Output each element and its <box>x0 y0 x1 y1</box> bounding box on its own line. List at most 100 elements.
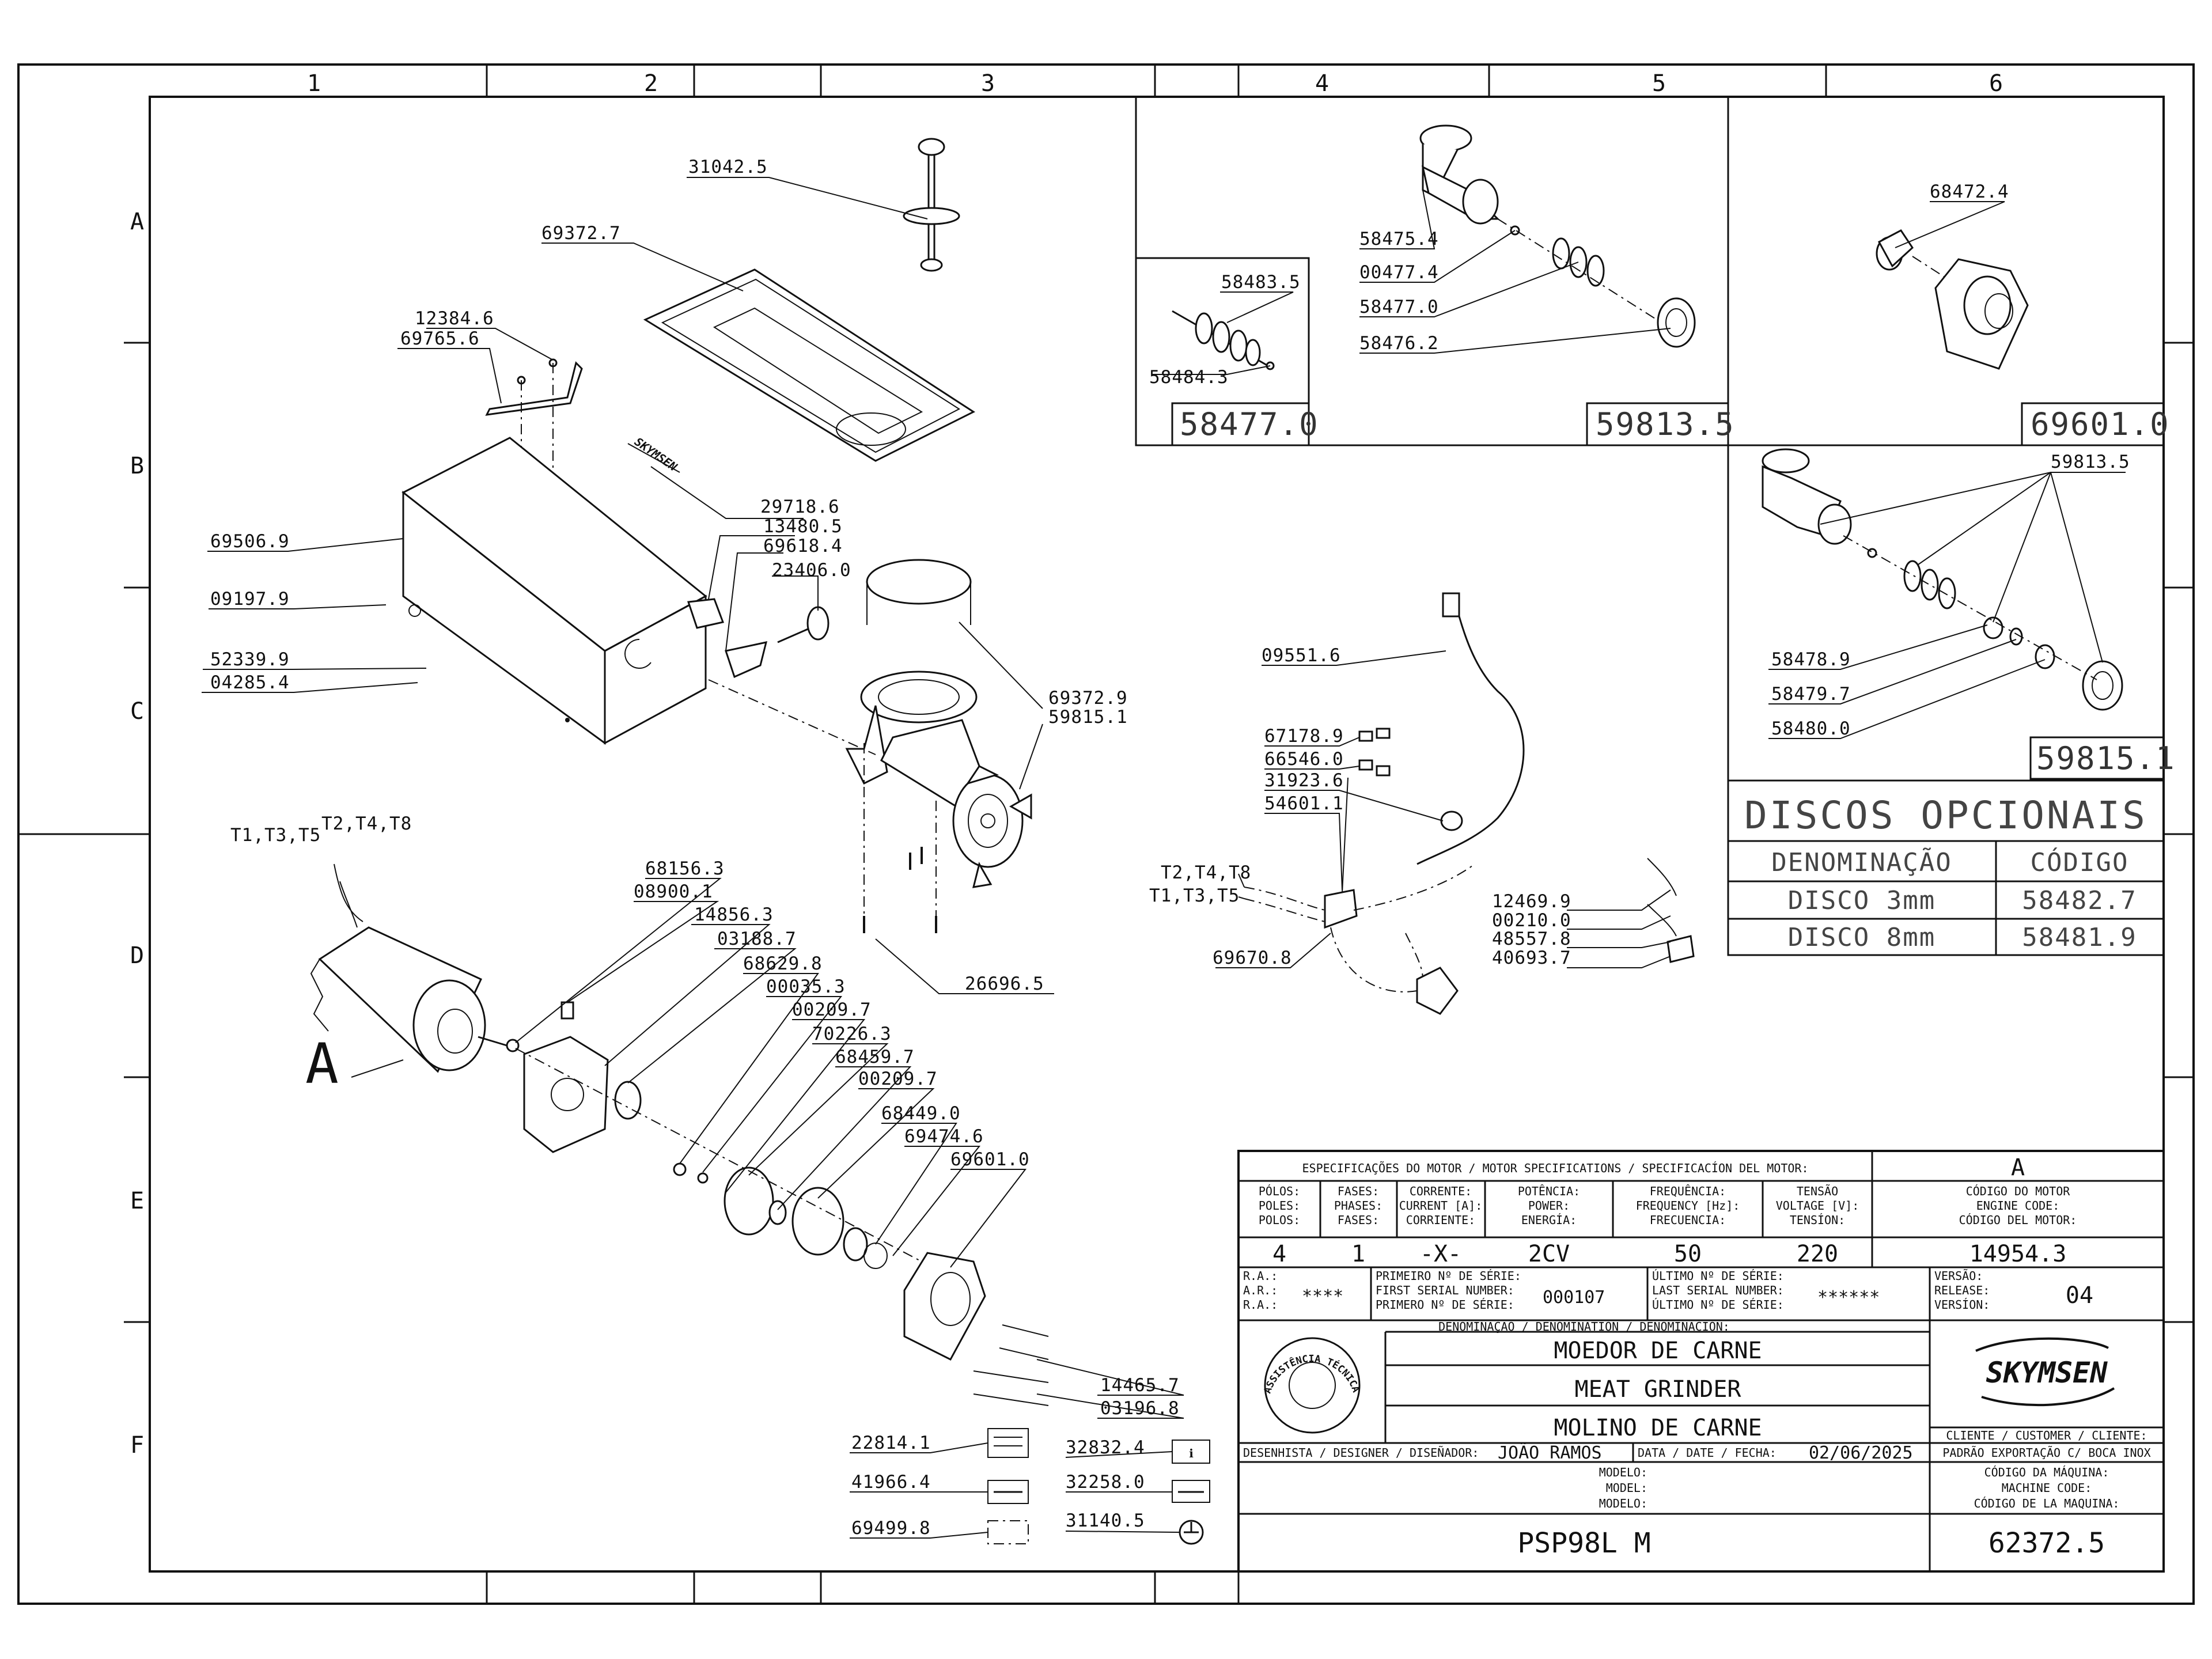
info-icon: ℹ <box>1189 1446 1194 1460</box>
client-label: CLIENTE / CUSTOMER / CLIENTE: <box>1946 1429 2147 1442</box>
label-41966: 41966.4 <box>851 1472 931 1493</box>
last-serial-value: ****** <box>1817 1287 1880 1308</box>
label-69601: 69601.0 <box>950 1149 1030 1170</box>
label-68472: 68472.4 <box>1930 181 2009 202</box>
disc-row-name: DISCO 3mm <box>1788 886 1936 915</box>
gear-housing-drawing <box>1876 229 2029 370</box>
first-serial-value: 000107 <box>1543 1287 1605 1308</box>
motor-drawing <box>310 863 520 1078</box>
col-2-label: 2 <box>644 70 658 97</box>
label-69474: 69474.6 <box>904 1126 984 1147</box>
label-26696: 26696.5 <box>965 974 1044 994</box>
label-58477: 58477.0 <box>1359 297 1439 317</box>
version-label: RELEASE: <box>1934 1283 1990 1297</box>
label-70226: 70226.3 <box>812 1024 892 1044</box>
current-label: CORRIENTE: <box>1406 1213 1475 1227</box>
label-00035: 00035.3 <box>766 976 846 997</box>
poles-label: POLOS: <box>1259 1213 1300 1227</box>
label-29718: 29718.6 <box>760 497 840 517</box>
phases-label: PHASES: <box>1334 1199 1382 1213</box>
leader-lines-details <box>1152 190 2126 739</box>
first-serial-label: FIRST SERIAL NUMBER: <box>1376 1283 1514 1297</box>
rev-letter: A <box>2011 1154 2025 1181</box>
model-label: MODELO: <box>1599 1497 1647 1510</box>
engine-code-label: CÓDIGO DO MOTOR <box>1966 1184 2071 1198</box>
disc-row-name: DISCO 8mm <box>1788 923 1936 952</box>
discs-col-code: CÓDIGO <box>2031 847 2129 877</box>
label-32258: 32258.0 <box>1066 1472 1145 1493</box>
label-58483: 58483.5 <box>1221 272 1301 293</box>
poles-label: POLES: <box>1259 1199 1300 1213</box>
brand-name: SKYMSEN <box>1986 1356 2108 1389</box>
label-68449: 68449.0 <box>881 1103 961 1124</box>
current-label: CURRENT [A]: <box>1399 1199 1483 1213</box>
ground-icon <box>1179 1520 1204 1545</box>
label-23406: 23406.0 <box>772 560 851 581</box>
label-12469: 12469.9 <box>1492 891 1571 912</box>
label-69499: 69499.8 <box>851 1518 931 1539</box>
label-54601: 54601.1 <box>1264 793 1344 814</box>
grid-ticks <box>18 65 2194 1604</box>
discs-title: DISCOS OPCIONAIS <box>1744 793 2147 838</box>
label-14856: 14856.3 <box>694 904 774 925</box>
row-d-label: D <box>130 942 144 969</box>
name-en: MEAT GRINDER <box>1575 1376 1742 1403</box>
phases-label: FASES: <box>1338 1184 1379 1198</box>
row-c-label: C <box>130 698 144 725</box>
col-4-label: 4 <box>1315 70 1329 97</box>
date-label: DATA / DATE / FECHA: <box>1638 1446 1777 1460</box>
voltage-label: VOLTAGE [V]: <box>1776 1199 1859 1213</box>
label-w-t1t3t5: T1,T3,T5 <box>1149 885 1240 906</box>
box-58477: 58477.0 <box>1180 406 1319 442</box>
label-04285: 04285.4 <box>210 672 290 693</box>
part-labels-main: 31042.5 69372.7 12384.6 69765.6 29718.6 … <box>210 157 1179 1539</box>
plunger-drawing <box>903 138 960 272</box>
machine-code-label: MACHINE CODE: <box>2002 1481 2092 1495</box>
model-label: MODEL: <box>1606 1481 1647 1495</box>
label-detail-a: A <box>305 1032 339 1096</box>
label-58476: 58476.2 <box>1359 333 1439 354</box>
tray-drawing <box>643 268 976 462</box>
denomination-label: DENOMINAÇÃO / DENOMINATION / DENOMINACIÓ… <box>1438 1320 1730 1334</box>
ra-label: R.A.: <box>1243 1298 1278 1312</box>
auger-small-drawing <box>1172 310 1275 370</box>
disc-row-code: 58481.9 <box>2022 923 2137 952</box>
svg-text:SKYMSEN: SKYMSEN <box>632 434 680 474</box>
row-f-label: F <box>130 1432 144 1459</box>
current-label: CORRENTE: <box>1410 1184 1472 1198</box>
name-pt: MOEDOR DE CARNE <box>1554 1338 1762 1364</box>
first-serial-label: PRIMEIRO Nº DE SÉRIE: <box>1376 1269 1521 1283</box>
phases-value: 1 <box>1351 1241 1365 1267</box>
current-value: -X- <box>1420 1241 1461 1267</box>
disc-row-code: 58482.7 <box>2022 886 2137 915</box>
first-serial-label: PRIMERO Nº DE SÉRIE: <box>1376 1298 1514 1312</box>
version-value: 04 <box>2066 1282 2093 1309</box>
discs-col-name: DENOMINAÇÃO <box>1771 847 1952 877</box>
label-69765: 69765.6 <box>400 328 480 349</box>
row-e-label: E <box>130 1188 144 1214</box>
col-1-label: 1 <box>307 70 321 97</box>
label-52339: 52339.9 <box>210 649 290 670</box>
col-5-label: 5 <box>1652 70 1666 97</box>
label-00210: 00210.0 <box>1492 910 1571 931</box>
date-value: 02/06/2025 <box>1809 1443 1913 1463</box>
throat-parts-drawing <box>687 598 830 679</box>
box-59815: 59815.1 <box>2036 740 2176 777</box>
frequency-value: 50 <box>1674 1241 1702 1267</box>
designer-label: DESENHISTA / DESIGNER / DISEÑADOR: <box>1243 1446 1479 1460</box>
label-00209a: 00209.7 <box>792 999 872 1020</box>
label-69372-9: 69372.9 <box>1048 688 1128 709</box>
label-69618: 69618.4 <box>763 536 843 556</box>
grinder-head-drawing <box>708 559 1032 933</box>
label-08900: 08900.1 <box>634 881 713 902</box>
col-3-label: 3 <box>981 70 995 97</box>
poles-label: PÓLOS: <box>1259 1184 1300 1198</box>
last-serial-label: ÚLTIMO Nº DE SÉRIE: <box>1652 1298 1784 1312</box>
gearbox-drawing <box>515 1001 1049 1406</box>
label-00477: 00477.4 <box>1359 262 1439 283</box>
label-31042: 31042.5 <box>688 157 768 177</box>
label-48557: 48557.8 <box>1492 929 1571 949</box>
label-58480: 58480.0 <box>1771 718 1851 739</box>
label-40693: 40693.7 <box>1492 948 1571 968</box>
label-69506: 69506.9 <box>210 531 290 552</box>
